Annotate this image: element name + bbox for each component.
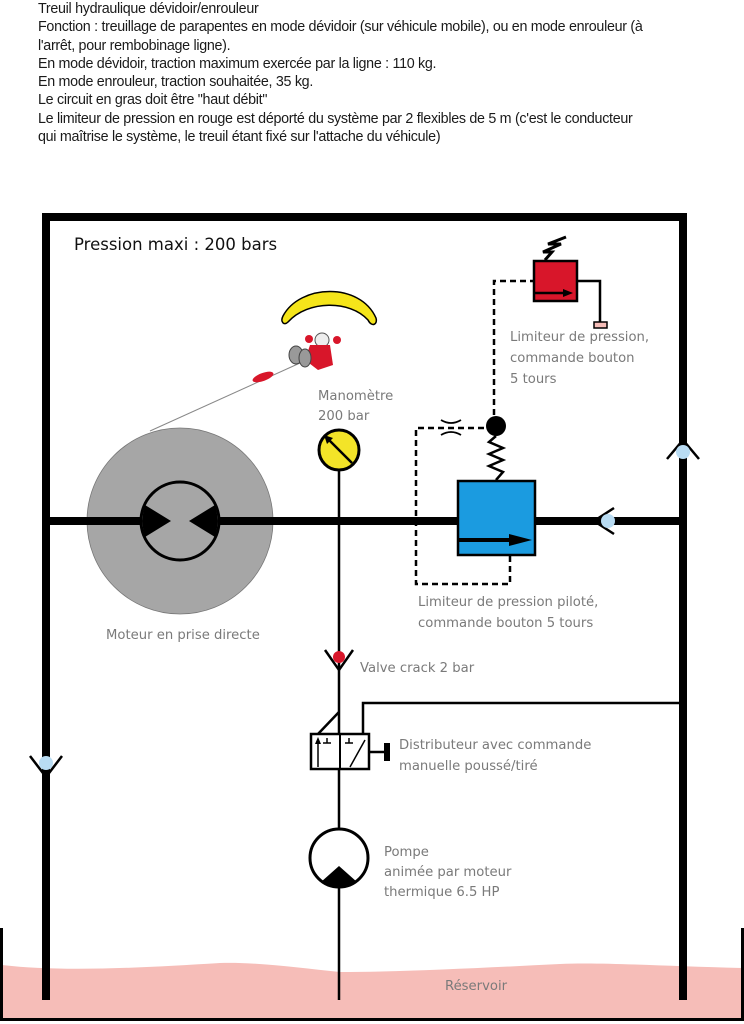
crack-valve: Valve crack 2 bar — [323, 649, 475, 676]
check-ball-icon — [39, 756, 53, 770]
motor-triangle-right — [189, 505, 218, 537]
gauge-label-line1: Manomètre — [318, 388, 393, 404]
pump-icon — [308, 827, 370, 889]
pump-label-line3: thermique 6.5 HP — [384, 885, 499, 900]
hydraulic-motor-icon — [139, 480, 221, 562]
push-pull-knob-icon[interactable] — [384, 743, 390, 761]
distributor-label-line1: Distributeur avec commande — [399, 738, 591, 753]
motor-label: Moteur en prise directe — [106, 628, 260, 643]
paraglider-illustration — [149, 290, 378, 432]
remote-relief-valve: Limiteur de pression, commande bouton 5 … — [510, 235, 649, 387]
intro-line: Fonction : treuillage de parapentes en m… — [38, 19, 643, 36]
main-frame-line — [42, 213, 687, 1000]
intro-text: Treuil hydraulique dévidoir/enrouleur Fo… — [38, 0, 744, 146]
winch-motor: Moteur en prise directe — [46, 427, 275, 643]
piloted-relief-label-line1: Limiteur de pression piloté, — [418, 594, 598, 610]
crack-ball-icon — [333, 651, 345, 663]
tow-line — [149, 362, 301, 432]
check-ball-icon — [676, 445, 690, 459]
reservoir: Réservoir — [0, 928, 744, 1021]
gauge-label-line2: 200 bar — [318, 409, 370, 424]
check-ball-icon — [601, 514, 615, 528]
piloted-relief-valve: Limiteur de pression piloté, commande bo… — [418, 416, 598, 631]
piloted-relief-body — [456, 479, 537, 557]
check-valve-left-vertical — [29, 755, 63, 780]
pressure-max-label: Pression maxi : 200 bars — [74, 235, 277, 254]
distributor-label-line2: manuelle poussé/tiré — [399, 758, 538, 774]
remote-relief-label-line1: Limiteur de pression, — [510, 330, 649, 345]
pressure-gauge: Manomètre 200 bar — [317, 388, 393, 472]
remote-relief-label-line3: 5 tours — [510, 372, 557, 387]
paraglider-wing-icon — [281, 290, 378, 326]
check-valve-horizontal — [591, 506, 615, 536]
pump-label-line2: animée par moteur — [384, 864, 512, 880]
intro-line: l'arrêt, pour rembobinage ligne). — [38, 37, 231, 54]
pilot-line-remote — [492, 279, 533, 425]
intro-line: En mode dévidoir, traction maximum exerc… — [38, 55, 437, 72]
adjust-spring-icon — [542, 235, 567, 261]
spring-icon — [485, 435, 507, 481]
reservoir-fluid — [2, 962, 742, 1019]
drogue-icon — [252, 371, 274, 383]
intro-line: Le circuit en gras doit être "haut débit… — [38, 92, 268, 109]
distributor-valve: Distributeur avec commande manuelle pous… — [309, 711, 591, 774]
pilot-icon — [288, 332, 341, 370]
pump: Pompe animée par moteur thermique 6.5 HP — [308, 827, 512, 900]
remote-relief-tank-line — [578, 279, 602, 322]
motor-triangle-left — [142, 505, 171, 537]
check-valve-right-vertical — [666, 438, 700, 460]
pilot-lines — [414, 279, 533, 586]
orifice-icon — [440, 419, 462, 436]
remote-relief-body — [532, 259, 579, 303]
intro-line: En mode enrouleur, traction souhaitée, 3… — [38, 74, 314, 91]
pump-label-line1: Pompe — [384, 845, 429, 860]
pilot-line-orifice — [414, 426, 512, 586]
remote-relief-label-line2: commande bouton — [510, 351, 635, 366]
piloted-relief-label-line2: commande bouton 5 tours — [418, 616, 593, 631]
reservoir-label: Réservoir — [445, 978, 508, 994]
intro-title: Treuil hydraulique dévidoir/enrouleur — [38, 1, 259, 17]
distributor-return-line — [361, 701, 683, 738]
tank-icon — [593, 321, 608, 329]
intro-line: Le limiteur de pression en rouge est dép… — [38, 110, 633, 127]
pilot-node-icon — [486, 416, 506, 436]
crack-valve-label: Valve crack 2 bar — [360, 661, 475, 676]
pump-triangle-icon — [321, 866, 357, 886]
intro-line: qui maîtrise le système, le treuil étant… — [38, 129, 441, 146]
